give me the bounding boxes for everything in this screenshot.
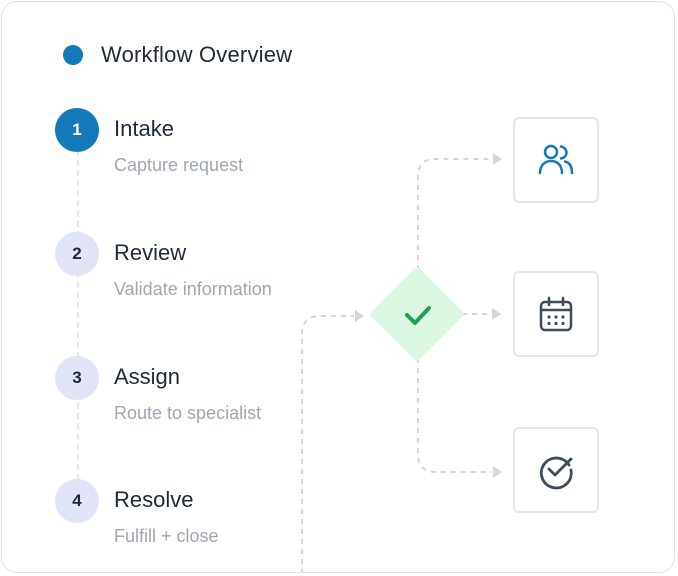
step-number: 2: [55, 232, 99, 276]
step-number: 3: [55, 356, 99, 400]
connector-to-check: [417, 348, 492, 473]
arrowhead-users: [493, 153, 502, 165]
connector-to-users: [417, 158, 492, 280]
output-calendar-tile[interactable]: [513, 271, 599, 357]
check-icon: [405, 306, 431, 325]
card-header: Workflow Overview: [63, 42, 292, 68]
step-description: Capture request: [114, 155, 244, 175]
status-dot: [63, 45, 83, 65]
output-users-tile[interactable]: [513, 117, 599, 203]
card-title: Workflow Overview: [101, 42, 293, 67]
check-circle-icon: [539, 456, 573, 490]
step-number: 1: [55, 108, 99, 152]
step-title: Intake: [114, 116, 174, 141]
output-check-tile[interactable]: [513, 427, 599, 513]
step-description: Route to specialist: [114, 403, 262, 423]
arrowhead-calendar: [492, 308, 501, 320]
step-description: Validate information: [114, 279, 272, 299]
step-description: Fulfill + close: [114, 526, 219, 546]
arrowhead-input: [355, 310, 364, 322]
users-icon: [538, 144, 574, 175]
connector-input: [301, 315, 354, 572]
step-number: 4: [55, 479, 99, 523]
calendar-icon: [539, 296, 573, 332]
steps-connector-line: [77, 150, 79, 490]
step-title: Assign: [114, 364, 181, 389]
step-title: Resolve: [114, 487, 194, 512]
arrowhead-check: [493, 466, 502, 478]
step-title: Review: [114, 240, 187, 265]
